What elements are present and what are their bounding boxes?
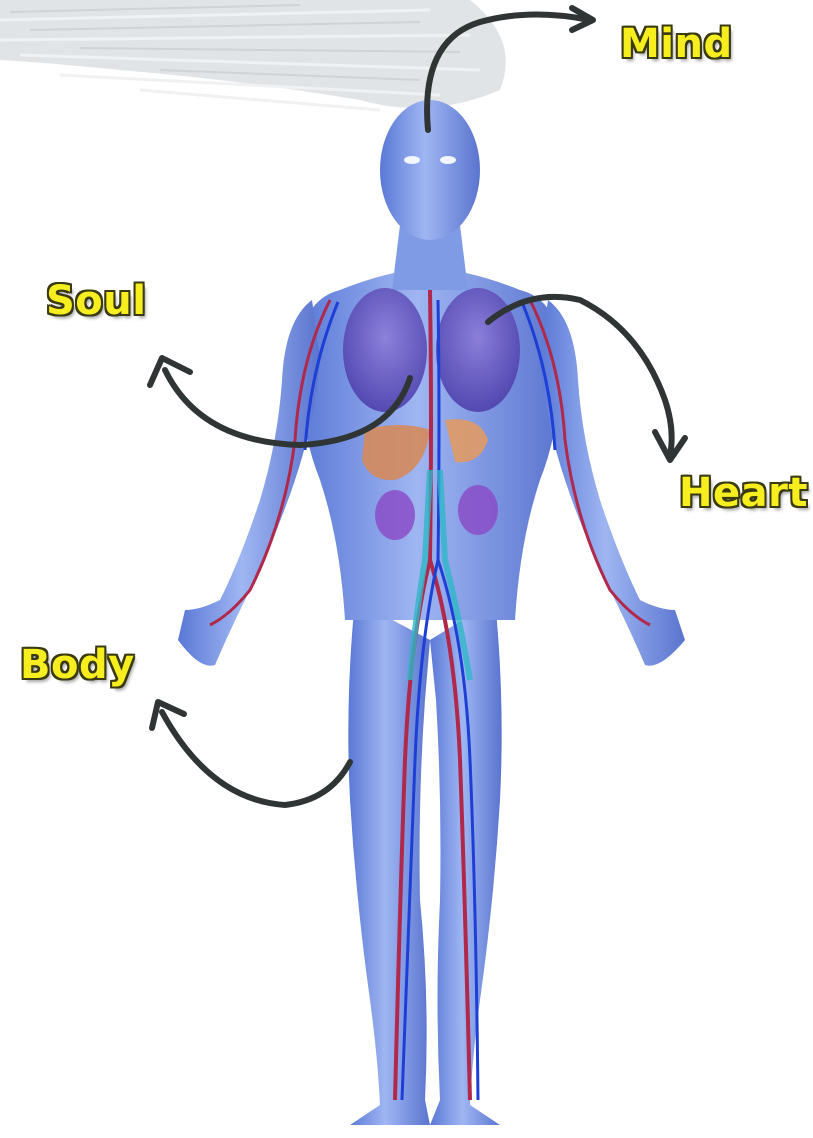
label-body: Body [20, 645, 135, 685]
human-body-figure [178, 100, 685, 1125]
label-heart: Heart [679, 473, 808, 513]
arrow-to-body [152, 702, 350, 805]
label-mind: Mind [620, 24, 733, 64]
label-soul: Soul [46, 281, 146, 321]
